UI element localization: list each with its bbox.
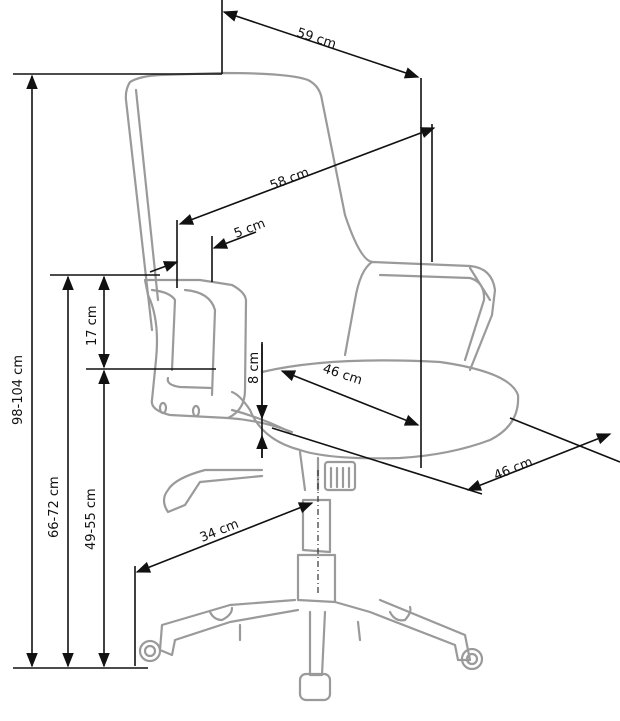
dim-arrow-base xyxy=(135,502,314,573)
dim-arrow-59 xyxy=(222,10,420,79)
dim-arrow-58 xyxy=(178,127,436,225)
label-58cm: 58 cm xyxy=(268,165,311,194)
label-armrest-height: 66-72 cm xyxy=(47,476,62,538)
dimension-lines xyxy=(13,0,620,669)
label-46cm-width: 46 cm xyxy=(492,455,535,484)
label-17cm: 17 cm xyxy=(85,306,100,347)
armrest-left xyxy=(143,278,248,420)
gas-lift xyxy=(296,498,337,604)
label-total-height: 98-104 cm xyxy=(11,355,26,425)
dim-arrow-seat-width xyxy=(466,433,612,491)
dimension-labels: 59 cm 58 cm 5 cm 17 cm 8 cm 46 cm 46 cm … xyxy=(11,26,535,550)
label-34cm: 34 cm xyxy=(198,517,241,546)
label-seat-height: 49-55 cm xyxy=(84,488,99,550)
label-46cm-depth: 46 cm xyxy=(321,362,364,389)
dim-arrow-seat-depth xyxy=(280,370,420,426)
label-5cm: 5 cm xyxy=(232,216,267,242)
tilt-lever xyxy=(162,468,264,514)
label-59cm: 59 cm xyxy=(295,26,338,53)
armrest-right xyxy=(343,260,497,372)
label-8cm: 8 cm xyxy=(247,352,262,384)
seat xyxy=(230,359,520,460)
star-base xyxy=(158,598,472,677)
backrest xyxy=(124,71,374,332)
adjust-lever xyxy=(323,460,357,492)
casters xyxy=(138,605,484,702)
